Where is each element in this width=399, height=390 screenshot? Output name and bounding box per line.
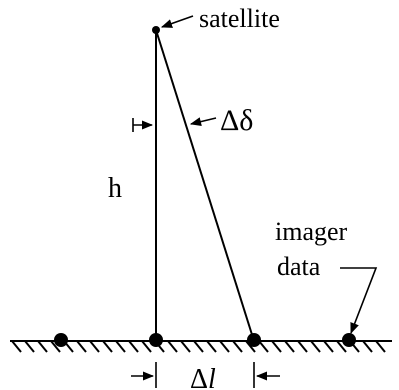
delta-delta-pointer-arrow [189,117,217,127]
hatch-stroke [245,340,256,353]
hatch-stroke [271,340,282,353]
hatch-stroke [375,340,386,353]
ground-sample-point [247,333,261,347]
hatch-stroke [89,340,100,353]
hatch-stroke [11,340,22,353]
hatch-stroke [206,340,217,353]
imager-label-line2: data [277,252,321,281]
delta-l-prefix: Δ [190,364,208,390]
hatch-stroke [362,340,373,353]
satellite-pointer-arrow [160,15,194,28]
hatch-stroke [284,340,295,353]
delta-l-label: Δl [190,364,216,390]
hatch-stroke [115,340,126,353]
hatch-stroke [336,340,347,353]
hatch-stroke [24,340,35,353]
hatch-stroke [232,340,243,353]
imager-data-pointer-arrow [340,267,378,335]
delta-delta-label: Δδ [220,104,253,137]
satellite-label: satellite [199,4,280,33]
hatch-stroke [102,340,113,353]
hatch-stroke [128,340,139,353]
hatch-stroke [37,340,48,353]
hatch-stroke [180,340,191,353]
ground-hatching [11,340,386,353]
hatch-stroke [297,340,308,353]
ground-sample-point [342,333,356,347]
height-label: h [108,173,122,204]
delta-l-variable: l [208,364,216,390]
hatch-stroke [167,340,178,353]
hatch-stroke [76,340,87,353]
ground-sample-point [54,333,68,347]
hatch-stroke [193,340,204,353]
slant-line-of-sight [155,29,255,342]
hatch-stroke [323,340,334,353]
satellite-point [152,26,160,34]
hatch-stroke [258,340,269,353]
hatch-stroke [219,340,230,353]
hatch-stroke [310,340,321,353]
ground-sample-point [149,333,163,347]
imager-label-line1: imager [275,217,348,246]
hatch-stroke [141,340,152,353]
hatch-stroke [50,340,61,353]
